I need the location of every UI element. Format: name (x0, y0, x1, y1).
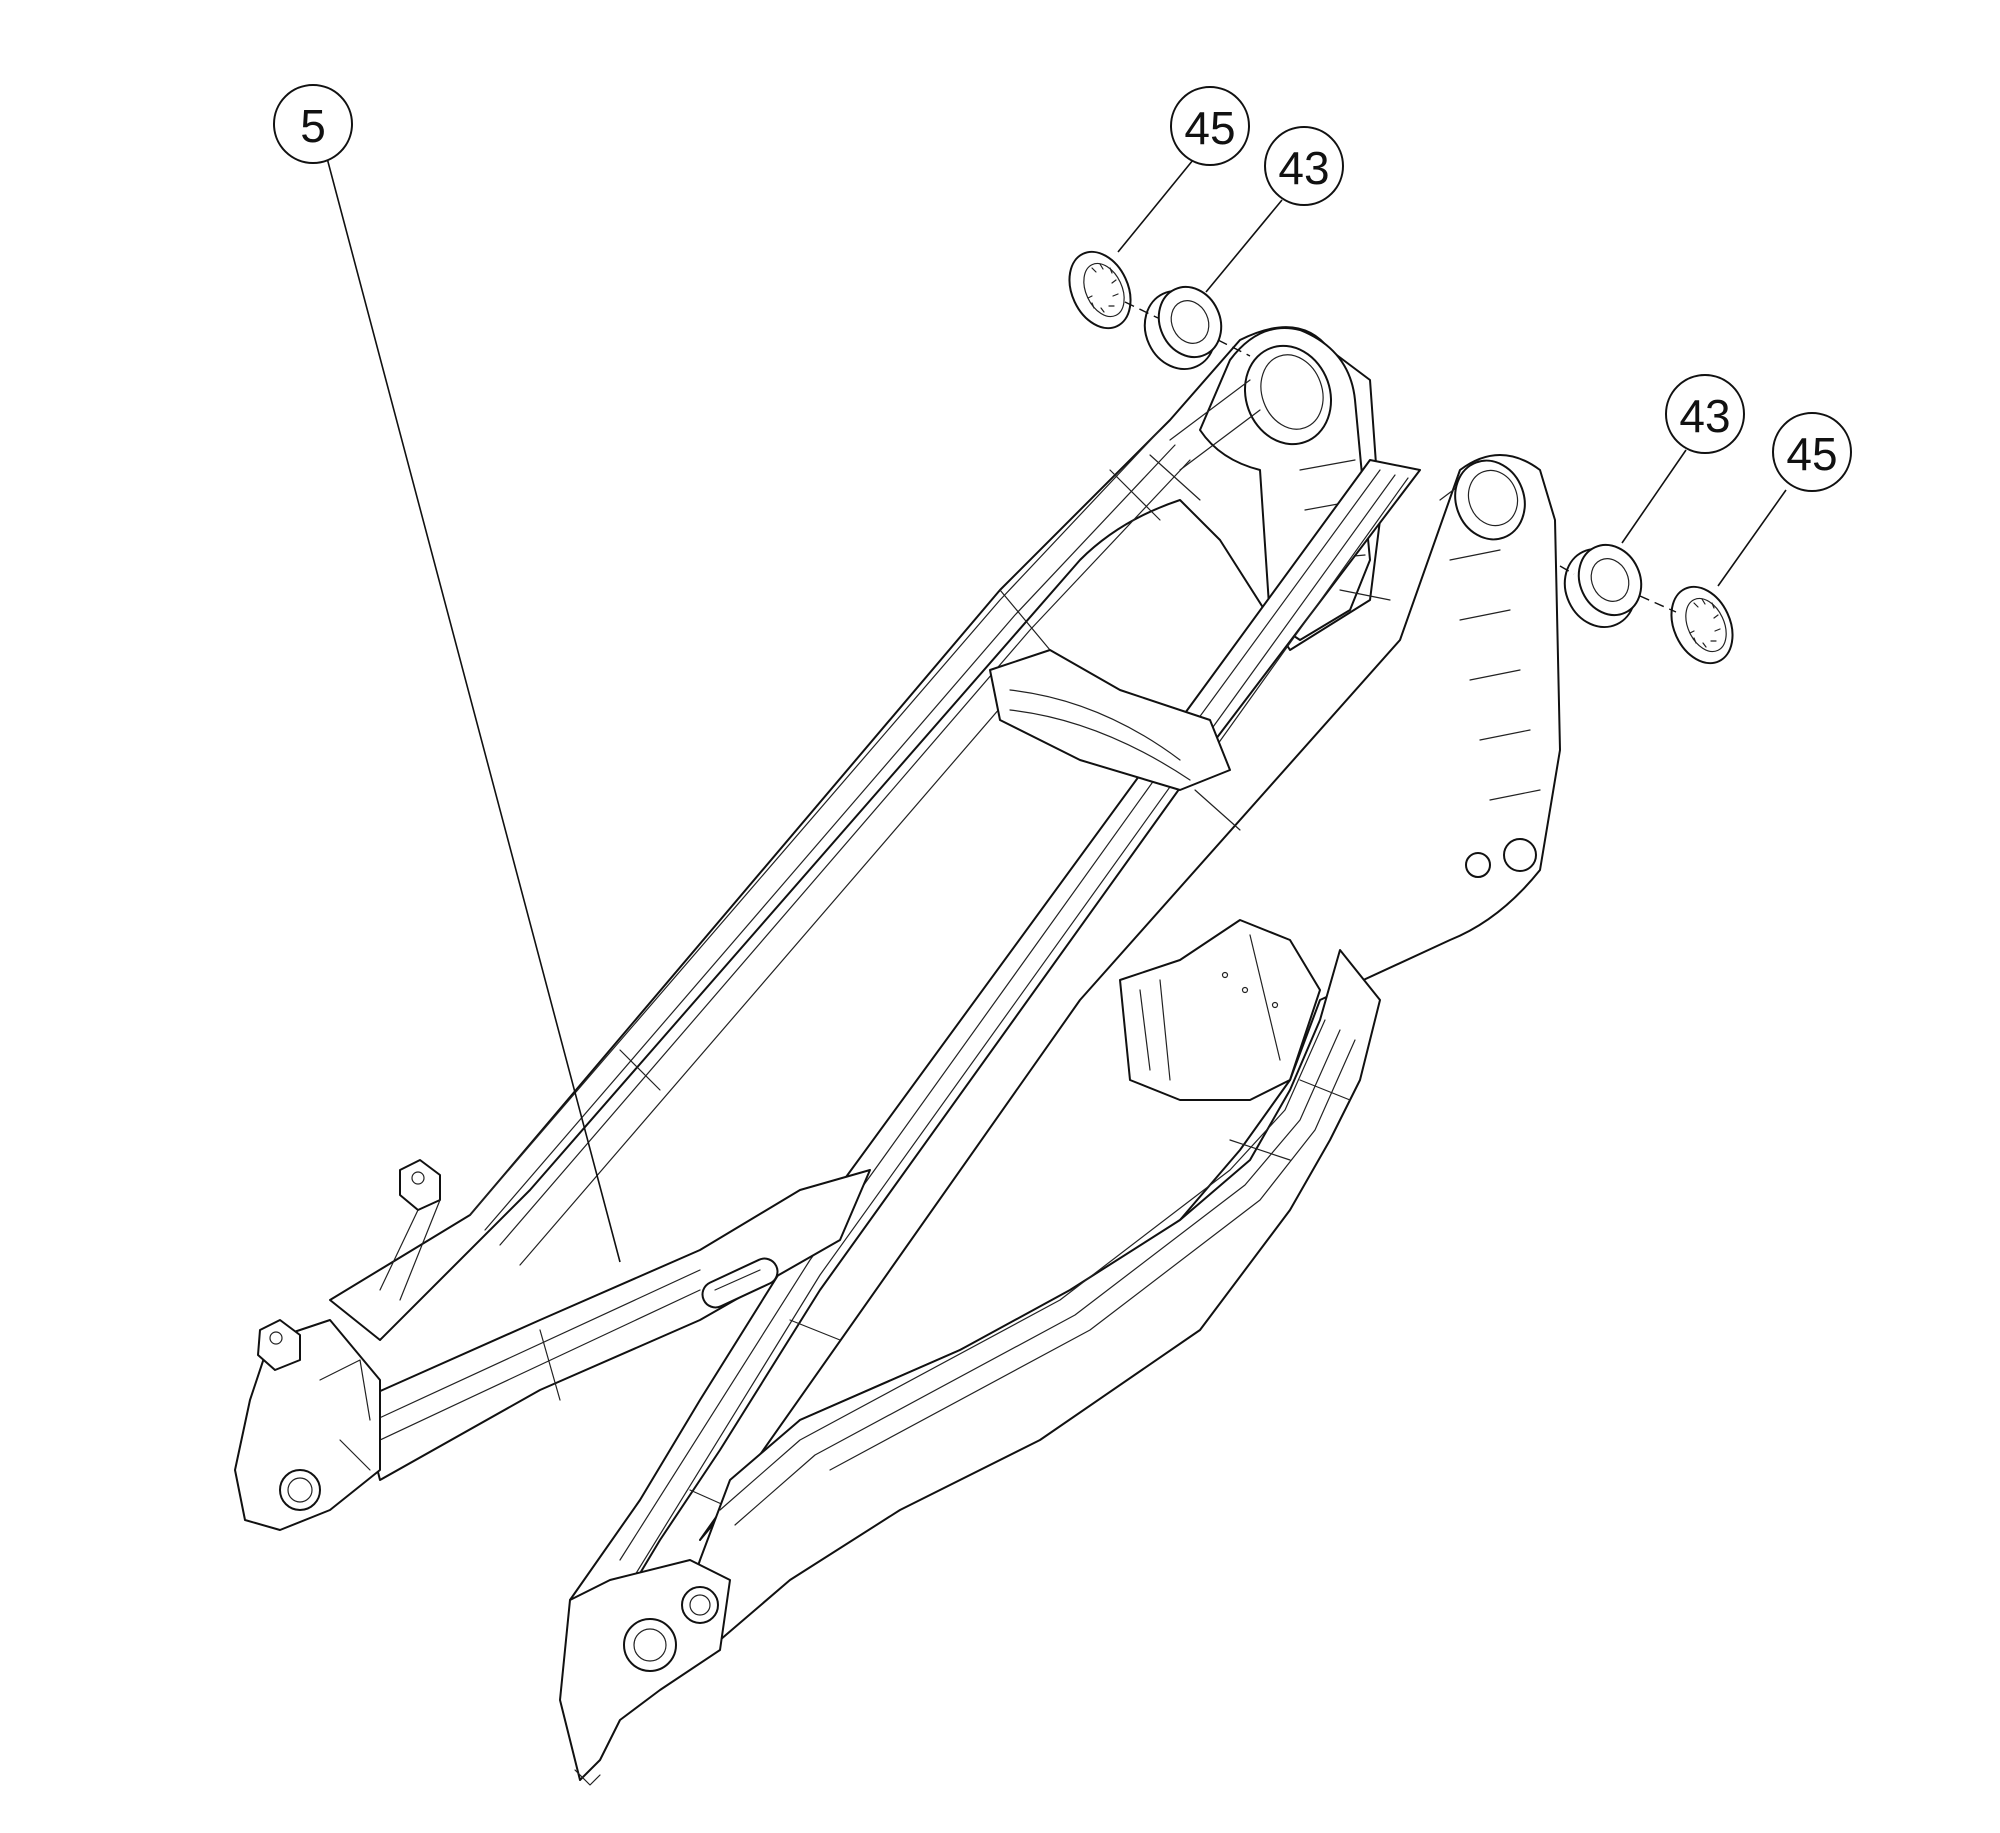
bearing-top (1143, 285, 1223, 370)
right-dropout (559, 1559, 731, 1786)
callout-5: 5 (273, 84, 353, 164)
leader-45-right (1717, 489, 1787, 587)
yoke-bridge (1119, 919, 1321, 1101)
leader-45-top (1117, 159, 1194, 253)
callout-45-right-label: 45 (1786, 428, 1837, 480)
callout-43-top: 43 (1264, 126, 1344, 206)
callout-45-top: 45 (1170, 86, 1250, 166)
callout-5-label: 5 (300, 100, 326, 152)
axis-line-top (1124, 301, 1251, 357)
callout-45-right: 45 (1772, 412, 1852, 492)
callout-43-right-label: 43 (1679, 390, 1730, 442)
axis-line-right (1559, 565, 1677, 613)
bearing-right (1563, 543, 1643, 628)
leader-43-top (1205, 199, 1283, 293)
right-hardware (1559, 543, 1734, 665)
left-dropout (234, 1159, 441, 1531)
callout-45-top-label: 45 (1184, 102, 1235, 154)
upper-bridge (989, 649, 1231, 791)
lock-ring-top (1068, 250, 1132, 330)
upper-left-arm (329, 326, 1381, 1341)
leader-43-right (1621, 449, 1687, 544)
swingarm-frame (234, 326, 1561, 1786)
callout-43-top-label: 43 (1278, 142, 1329, 194)
lock-ring-right (1670, 585, 1734, 665)
leader-lines (326, 157, 1787, 1263)
top-hardware (1068, 250, 1251, 370)
leader-5 (326, 157, 621, 1263)
left-chainstay (359, 1169, 871, 1481)
callout-43-right: 43 (1665, 374, 1745, 454)
